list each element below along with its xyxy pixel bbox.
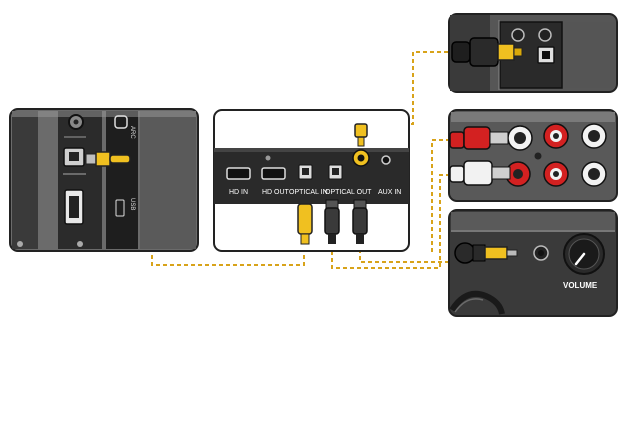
rca-device-panel (448, 109, 618, 202)
rca-jack-icon[interactable] (543, 161, 569, 187)
aux-in-jack-icon[interactable] (381, 155, 391, 165)
optical-out-cable-plug (324, 199, 340, 244)
hd-out-label: HD OUT (262, 189, 290, 196)
aux-top-plug (354, 123, 368, 147)
rca-white-route (331, 174, 450, 269)
optical-in-label: OPTICAL IN (289, 189, 328, 196)
hd-in-label: HD IN (229, 189, 248, 196)
volume-label: VOLUME (563, 281, 598, 290)
screw-icon (17, 241, 23, 247)
tv-vertical-label-bottom: USB (129, 198, 135, 210)
tv-vertical-label-top: ARC (129, 126, 135, 139)
screw-icon (77, 241, 83, 247)
rca-jack-icon[interactable] (538, 28, 552, 42)
rca-red-plug (449, 126, 509, 150)
rca-jack-icon[interactable] (543, 123, 569, 149)
hdmi-in-port-icon[interactable] (226, 167, 251, 180)
screw-icon (534, 152, 542, 160)
aux-jack-icon[interactable] (533, 245, 549, 261)
tv-optical-plug (85, 151, 131, 167)
aux-device-panel: VOLUME (448, 209, 618, 317)
optical-in-cable-plug (297, 203, 313, 245)
volume-knob-icon[interactable] (563, 233, 605, 275)
rca-jack-icon[interactable] (511, 28, 525, 42)
rca-jack-icon[interactable] (507, 125, 533, 151)
optical-device-plug (451, 37, 523, 67)
aux-device-plug (454, 242, 518, 264)
rca-jack-icon[interactable] (581, 161, 607, 187)
tv-side-panel: ARC USB (9, 108, 199, 252)
optical-device-panel (448, 13, 618, 93)
rca-white-plug (449, 160, 511, 186)
rca-red-route (431, 139, 450, 252)
rca-jack-icon[interactable] (581, 123, 607, 149)
aux-out-cable-plug (352, 199, 368, 244)
optical-out-label: OPTICAL OUT (325, 189, 372, 196)
rca-jack-icon[interactable] (505, 161, 531, 187)
hdmi-out-port-icon[interactable] (261, 167, 286, 180)
aux-in-label: AUX IN (378, 189, 401, 196)
soundbar-back-panel: HD IN HD OUT OPTICAL IN OPTICAL OUT AUX … (213, 109, 410, 252)
screw-icon (265, 155, 271, 161)
cable-coil-icon (449, 290, 505, 315)
